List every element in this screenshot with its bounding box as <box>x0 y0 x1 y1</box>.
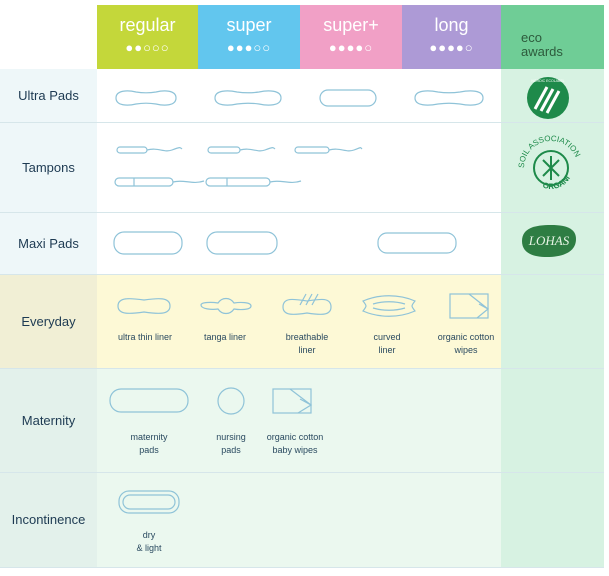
nursing-pads-icon[interactable] <box>215 385 247 417</box>
dry-light-caption-2: & light <box>136 543 162 553</box>
tampon-super-plus-icon[interactable] <box>294 143 364 157</box>
breathable-liner-caption-2: liner <box>298 345 316 355</box>
column-name: long <box>434 15 469 35</box>
absorbency-drops-icon: ●●○○○ <box>125 40 170 55</box>
tampon-applicator-super-icon[interactable] <box>205 175 303 189</box>
ultra-thin-liner-caption: ultra thin liner <box>117 332 173 342</box>
organic-cotton-wipes-icon[interactable] <box>447 291 491 321</box>
ultra-pad-super-icon[interactable] <box>212 86 284 110</box>
maxi-pad-long-icon[interactable] <box>376 231 458 255</box>
organic-cotton-wipes-caption-1: organic cotton <box>437 332 495 342</box>
column-name: super <box>226 15 272 35</box>
eco-awards-header: eco awards <box>501 5 604 69</box>
nursing-pads-caption-2: pads <box>221 445 241 455</box>
curved-liner-caption-1: curved <box>373 332 401 342</box>
column-header-long[interactable]: long ●●●●○ <box>402 5 501 69</box>
lohas-label: LOHAS <box>528 233 570 248</box>
absorbency-drops-icon: ●●●●○ <box>328 40 374 55</box>
tampon-applicator-regular-icon[interactable] <box>114 175 206 189</box>
tampon-regular-icon[interactable] <box>116 143 184 157</box>
absorbency-drops-icon: ●●●●○ <box>429 40 474 55</box>
nordic-ecolabel-text: NORDIC ECOLABEL <box>531 79 564 83</box>
breathable-liner-caption-1: breathable <box>285 332 329 342</box>
maxi-pad-super-icon[interactable] <box>205 230 279 256</box>
ultra-pad-regular-icon[interactable] <box>112 86 180 110</box>
soil-association-organic-icon[interactable]: SOIL ASSOCIATION ORGANIC <box>513 127 586 202</box>
nordic-ecolabel-icon[interactable]: NORDIC ECOLABEL <box>525 75 571 121</box>
curved-liner-caption-2: liner <box>378 345 396 355</box>
tanga-liner-icon[interactable] <box>198 294 254 318</box>
eco-label-1: eco <box>521 30 542 45</box>
column-header-regular[interactable]: regular ●●○○○ <box>97 5 198 69</box>
dry-light-caption-1: dry <box>142 530 156 540</box>
breathable-liner-icon[interactable] <box>278 291 336 319</box>
maternity-pads-caption-2: pads <box>139 445 159 455</box>
maternity-pads-caption-1: maternity <box>130 432 168 442</box>
column-header-super[interactable]: super ●●●○○ <box>198 5 300 69</box>
organic-cotton-baby-wipes-icon[interactable] <box>270 386 314 416</box>
maternity-pads-icon[interactable] <box>108 387 190 415</box>
row-label-maxi-pads: Maxi Pads <box>18 235 79 251</box>
column-header-super-plus[interactable]: super+ ●●●●○ <box>300 5 402 69</box>
column-name: super+ <box>323 15 379 35</box>
absorbency-drops-icon: ●●●○○ <box>226 40 272 55</box>
row-label-maternity: Maternity <box>21 412 76 428</box>
ultra-pad-long-icon[interactable] <box>412 86 486 110</box>
dry-and-light-icon[interactable] <box>117 489 181 515</box>
nursing-pads-caption-1: nursing <box>216 432 246 442</box>
organic-cotton-baby-wipes-caption-1: organic cotton <box>266 432 324 442</box>
organic-cotton-wipes-caption-2: wipes <box>454 345 478 355</box>
curved-liner-icon[interactable] <box>359 293 419 319</box>
row-label-incontinence: Incontinence <box>11 512 86 527</box>
organic-cotton-baby-wipes-caption-2: baby wipes <box>272 445 318 455</box>
tampon-super-icon[interactable] <box>207 143 277 157</box>
ultra-thin-liner-icon[interactable] <box>114 294 174 318</box>
eco-label-2: awards <box>521 44 563 59</box>
maxi-pad-regular-icon[interactable] <box>112 230 184 256</box>
row-label-tampons: Tampons <box>22 159 75 175</box>
tanga-liner-caption: tanga liner <box>203 332 247 342</box>
row-label-everyday: Everyday <box>21 313 76 329</box>
row-label-ultra-pads: Ultra Pads <box>18 88 79 103</box>
column-name: regular <box>119 15 176 35</box>
ultra-pad-super-plus-icon[interactable] <box>318 88 378 108</box>
lohas-award-icon[interactable]: LOHAS <box>519 222 579 260</box>
